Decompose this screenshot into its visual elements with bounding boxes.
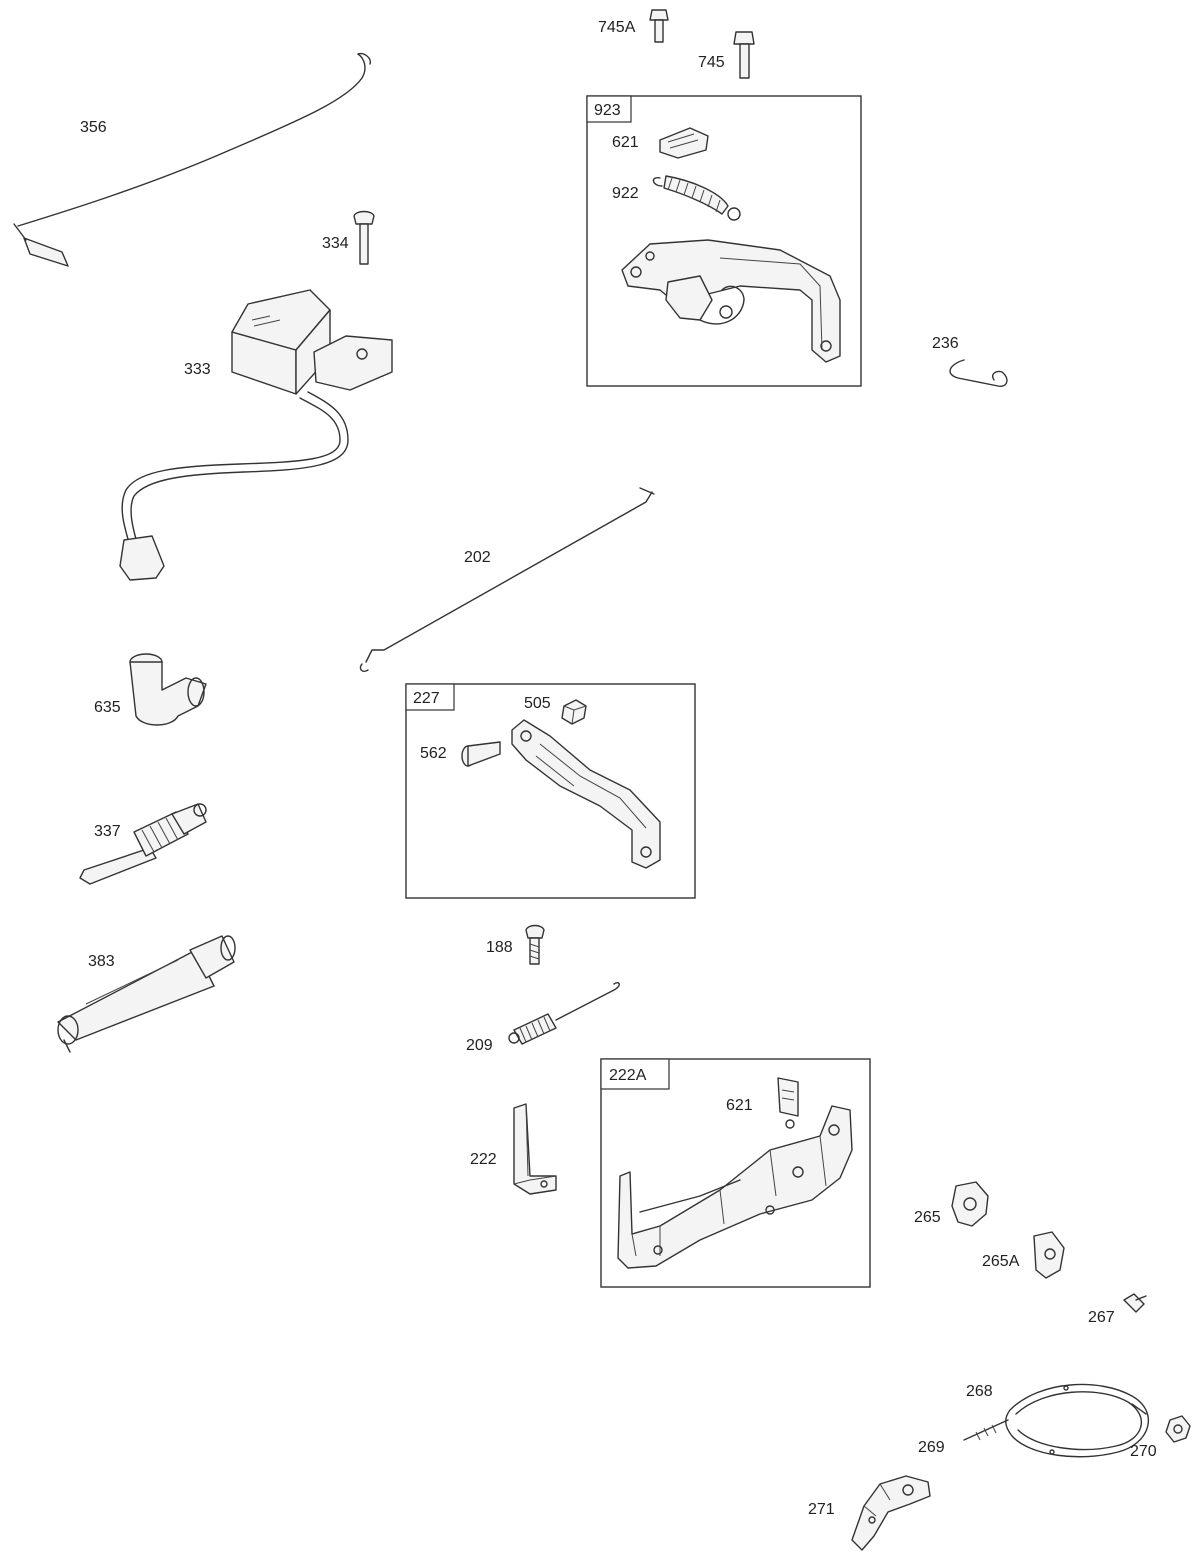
label-621-bottom: 621	[726, 1097, 753, 1114]
label-333: 333	[184, 361, 211, 378]
label-209: 209	[466, 1037, 493, 1054]
governor-spring-209	[508, 981, 620, 1045]
governor-lever-227	[511, 719, 661, 869]
control-lever-271	[851, 1475, 931, 1551]
ignition-armature-333	[119, 289, 393, 581]
ground-wire-356	[13, 52, 371, 267]
label-635: 635	[94, 699, 121, 716]
clip-621-top	[659, 127, 709, 159]
label-337: 337	[94, 823, 121, 840]
control-bracket-222a	[617, 1105, 853, 1269]
label-267: 267	[1088, 1309, 1115, 1326]
group-box-222a: 222A	[600, 1058, 871, 1288]
screw-188	[525, 924, 545, 965]
group-label-923: 923	[594, 102, 621, 119]
label-222: 222	[470, 1151, 497, 1168]
label-334: 334	[322, 235, 349, 252]
screw-334	[353, 210, 375, 265]
label-621-top: 621	[612, 134, 639, 151]
spark-plug-337	[79, 803, 207, 885]
cable-clamp-265	[951, 1181, 989, 1227]
label-505: 505	[524, 695, 551, 712]
label-265: 265	[914, 1209, 941, 1226]
label-356: 356	[80, 119, 107, 136]
label-236: 236	[932, 335, 959, 352]
group-label-222a: 222A	[609, 1067, 647, 1084]
label-745: 745	[698, 54, 725, 71]
group-box-923: 923	[586, 95, 862, 387]
label-383: 383	[88, 953, 115, 970]
nut-505	[561, 699, 587, 725]
label-922: 922	[612, 185, 639, 202]
pin-562	[461, 741, 501, 767]
bolt-745	[733, 31, 755, 79]
link-rod-202	[359, 487, 655, 673]
label-271: 271	[808, 1501, 835, 1518]
control-bracket-222	[513, 1103, 557, 1195]
spring-922	[652, 175, 741, 221]
label-202: 202	[464, 549, 491, 566]
label-265a: 265A	[982, 1253, 1020, 1270]
label-188: 188	[486, 939, 513, 956]
label-562: 562	[420, 745, 447, 762]
cable-clamp-265a	[1033, 1231, 1065, 1279]
label-745a: 745A	[598, 19, 636, 36]
governor-bracket-923	[621, 239, 841, 363]
label-269: 269	[918, 1439, 945, 1456]
cable-end-269	[963, 1419, 1009, 1441]
bolt-745a	[649, 9, 669, 43]
spark-plug-wrench-383	[57, 935, 236, 1053]
spark-plug-boot-635	[129, 653, 207, 726]
s-hook-236	[949, 359, 1008, 387]
nut-270	[1165, 1415, 1191, 1443]
screw-267	[1123, 1293, 1147, 1313]
group-label-227: 227	[413, 690, 440, 707]
label-268: 268	[966, 1383, 993, 1400]
group-box-227: 227	[405, 683, 696, 899]
throttle-cable-268	[1005, 1383, 1150, 1458]
label-270: 270	[1130, 1443, 1157, 1460]
clip-621-bottom	[777, 1077, 799, 1129]
